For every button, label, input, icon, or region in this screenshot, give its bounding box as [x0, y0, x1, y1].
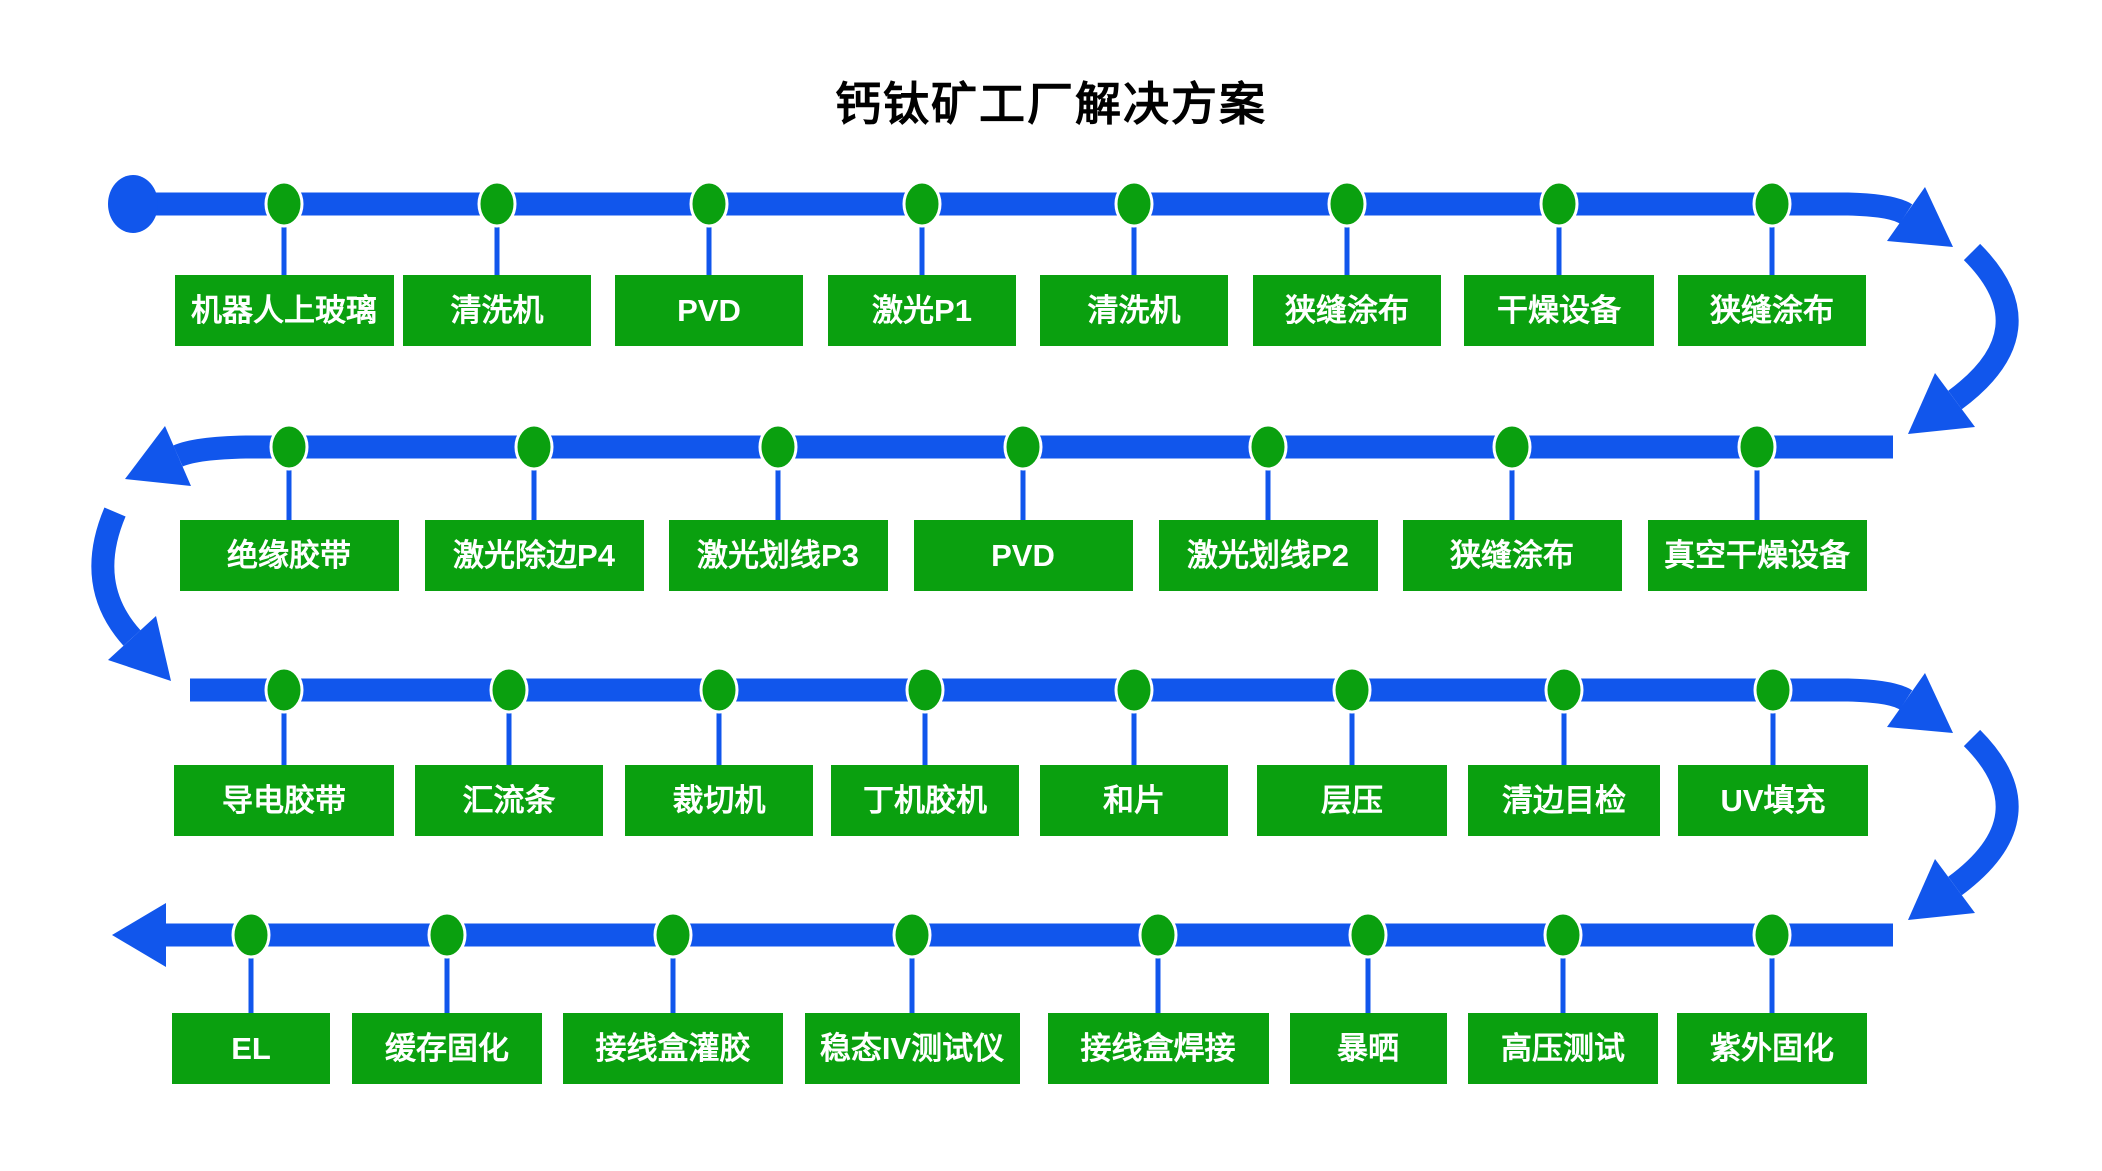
step-dot-icon — [1752, 911, 1792, 959]
step-dot-icon — [1492, 423, 1532, 471]
turn-arc-right-bottom — [1948, 729, 2019, 896]
process-box: 缓存固化 — [352, 1013, 542, 1084]
curved-arrow-right-down-icon — [1887, 673, 1953, 733]
curved-arrow-left-down-icon — [125, 426, 191, 486]
process-box: EL — [172, 1013, 330, 1084]
step-dot-icon — [892, 911, 932, 959]
process-box: 狭缝涂布 — [1678, 275, 1866, 346]
curved-arrow-right-down-icon — [1887, 187, 1953, 247]
step-dot-icon — [264, 666, 304, 714]
turn-arc-left — [91, 507, 141, 646]
process-box: 接线盒焊接 — [1047, 1013, 1269, 1084]
step-dot-icon — [689, 180, 729, 228]
process-box: UV填充 — [1678, 765, 1868, 836]
step-dot-icon — [1752, 180, 1792, 228]
process-box: 稳态IV测试仪 — [804, 1013, 1020, 1084]
step-dot-icon — [1332, 666, 1372, 714]
process-box: 机器人上玻璃 — [174, 275, 394, 346]
step-dot-icon — [1114, 180, 1154, 228]
flow-line-row-2 — [173, 435, 1893, 467]
process-box: 激光划线P2 — [1158, 520, 1378, 591]
process-box: 清洗机 — [1040, 275, 1228, 346]
process-box: PVD — [615, 275, 803, 346]
process-box: 清洗机 — [403, 275, 591, 346]
process-box: 导电胶带 — [174, 765, 394, 836]
step-dot-icon — [1539, 180, 1579, 228]
step-dot-icon — [758, 423, 798, 471]
process-box: 层压 — [1257, 765, 1447, 836]
step-dot-icon — [427, 911, 467, 959]
process-box: 激光P1 — [828, 275, 1016, 346]
step-dot-icon — [1114, 666, 1154, 714]
step-dots-layer — [231, 180, 1793, 1013]
step-dot-icon — [514, 423, 554, 471]
step-dot-icon — [1248, 423, 1288, 471]
step-dot-icon — [489, 666, 529, 714]
step-dot-icon — [1348, 911, 1388, 959]
step-dot-icon — [269, 423, 309, 471]
flow-line-row-1 — [133, 192, 1913, 225]
process-box: 激光划线P3 — [668, 520, 888, 591]
process-box: 干燥设备 — [1464, 275, 1654, 346]
process-box: 暴晒 — [1289, 1013, 1447, 1084]
turn-arc-right-top — [1948, 243, 2019, 410]
process-box: 汇流条 — [415, 765, 603, 836]
step-dot-icon — [1327, 180, 1367, 228]
process-box: 和片 — [1040, 765, 1228, 836]
step-dot-icon — [1138, 911, 1178, 959]
process-box: PVD — [913, 520, 1133, 591]
step-dot-icon — [1737, 423, 1777, 471]
page-title: 钙钛矿工厂解决方案 — [835, 78, 1267, 130]
step-dot-icon — [653, 911, 693, 959]
step-dot-icon — [477, 180, 517, 228]
process-box: 高压测试 — [1468, 1013, 1658, 1084]
step-dot-icon — [1543, 911, 1583, 959]
process-box: 紫外固化 — [1677, 1013, 1867, 1084]
process-box: 狭缝涂布 — [1253, 275, 1441, 346]
arc-arrow-down-left-icon — [1908, 859, 1975, 920]
step-dot-icon — [1003, 423, 1043, 471]
process-box: 真空干燥设备 — [1647, 520, 1867, 591]
process-box: 裁切机 — [625, 765, 813, 836]
flow-line-row-3 — [190, 678, 1913, 711]
step-dot-icon — [264, 180, 304, 228]
flow-start-dot-icon — [108, 175, 158, 233]
process-box: 绝缘胶带 — [179, 520, 399, 591]
step-dot-icon — [1753, 666, 1793, 714]
step-dot-icon — [905, 666, 945, 714]
process-box: 清边目检 — [1468, 765, 1660, 836]
step-dot-icon — [231, 911, 271, 959]
step-dot-icon — [902, 180, 942, 228]
arc-arrow-down-left-icon — [1908, 373, 1975, 434]
process-box: 接线盒灌胶 — [563, 1013, 783, 1084]
process-box: 激光除边P4 — [424, 520, 644, 591]
process-box: 丁机胶机 — [831, 765, 1019, 836]
arc-arrow-down-right-icon — [108, 616, 171, 681]
straight-arrow-left-icon — [112, 903, 166, 967]
process-box: 狭缝涂布 — [1402, 520, 1622, 591]
step-dot-icon — [1544, 666, 1584, 714]
step-dot-icon — [699, 666, 739, 714]
